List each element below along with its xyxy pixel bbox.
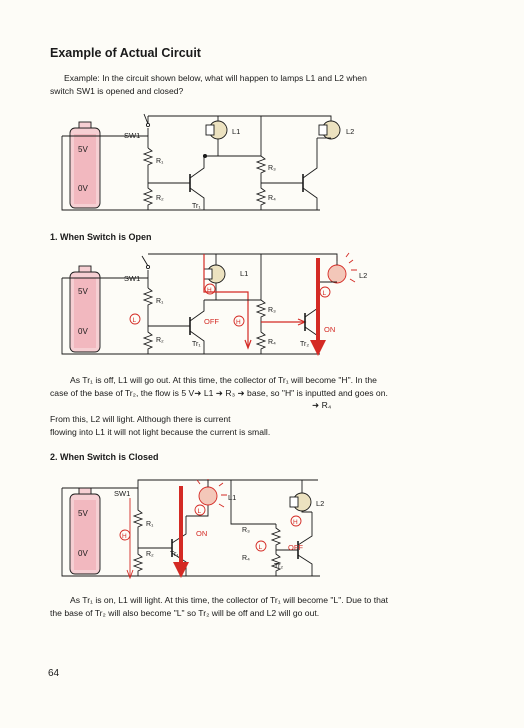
lamp-l2 <box>318 120 341 140</box>
battery <box>69 265 101 353</box>
tr1-label: Tr₁ <box>192 341 201 348</box>
current-path-l1 <box>203 254 249 346</box>
high-marker-text: H <box>207 287 212 294</box>
r1-label: R₁ <box>156 158 164 165</box>
lamp-l2 <box>289 492 312 512</box>
battery-5v-label: 5V <box>78 145 88 154</box>
tr2-label: Tr₂ <box>300 341 309 348</box>
tr1-state-on: ON <box>196 529 207 538</box>
l2-label: L2 <box>359 271 367 280</box>
r1-label: R₁ <box>146 521 154 528</box>
tr2-label: Tr₂ <box>274 563 283 570</box>
l1-label: L1 <box>240 269 248 278</box>
open-paragraph2-line-2: flowing into L1 it will not light becaus… <box>50 427 271 437</box>
open-paragraph2-line-1: From this, L2 will light. Although there… <box>50 414 231 424</box>
resistor-r4 <box>270 550 282 576</box>
resistor-r3 <box>255 116 267 183</box>
intro-line-1: Example: In the circuit shown below, wha… <box>64 73 367 83</box>
lamp-l2-lit <box>327 252 357 284</box>
low-marker-base <box>255 540 267 552</box>
section-closed-heading: 2. When Switch is Closed <box>50 452 159 462</box>
section-open-heading: 1. When Switch is Open <box>50 232 152 242</box>
lamp-l1-lit <box>196 479 227 508</box>
l2-label: L2 <box>346 127 354 136</box>
switch-blade-open <box>141 255 149 267</box>
r2-label: R₂ <box>156 195 164 202</box>
battery <box>69 121 101 209</box>
page-number: 64 <box>48 668 60 679</box>
high-marker-l2 <box>290 515 302 527</box>
battery <box>69 487 101 575</box>
low-marker-text: L <box>133 317 137 324</box>
lamp-l1 <box>203 264 226 284</box>
r4-label: R₄ <box>242 555 250 562</box>
low-marker-text: L <box>198 508 202 515</box>
resistor-r3 <box>270 524 282 550</box>
battery-5v-label: 5V <box>78 509 88 518</box>
r3-label: R₃ <box>268 307 276 314</box>
sw1-label: SW1 <box>114 489 130 498</box>
r4-label: R₄ <box>268 339 276 346</box>
page-title: Example of Actual Circuit <box>50 46 201 60</box>
switch-blade <box>143 113 149 125</box>
tr1-label: Tr₁ <box>192 203 201 210</box>
closed-paragraph-line-1: As Tr₁ is on, L1 will light. At this tim… <box>70 595 389 605</box>
circuit-diagram-base: 5V 0V SW1 R₁ R₂ Tr₁ L1 R₃ R₄ L2 <box>61 113 354 211</box>
resistor-r2 <box>142 183 154 210</box>
l1-label: L1 <box>232 127 240 136</box>
l1-label: L1 <box>228 493 236 502</box>
r1-label: R₁ <box>156 298 164 305</box>
r3-label: R₃ <box>242 527 250 534</box>
circuit-diagram-switch-closed: 5V 0V SW1 R₁ R₂ H Tr₁ ON L1 L R₃ R₄ L Tr… <box>61 479 324 580</box>
low-marker <box>194 504 206 516</box>
open-paragraph-line-2: case of the base of Tr₂, the flow is 5 V… <box>50 388 388 398</box>
resistor-r4 <box>255 183 267 210</box>
open-paragraph-line-3: ➜ R₄ <box>312 400 332 410</box>
sw1-label: SW1 <box>124 274 140 283</box>
r3-label: R₃ <box>268 165 276 172</box>
low-marker <box>129 313 141 325</box>
tr1-label: Tr₁ <box>170 551 179 558</box>
r2-label: R₂ <box>146 551 154 558</box>
tr1-state-off: OFF <box>204 317 219 326</box>
l2-label: L2 <box>316 499 324 508</box>
resistor-r2 <box>142 326 154 354</box>
circuit-diagram-switch-open: 5V 0V SW1 R₁ R₂ L Tr₁ OFF L1 H R₃ R₄ H T… <box>61 252 367 356</box>
battery-5v-label: 5V <box>78 287 88 296</box>
sw1-label: SW1 <box>124 131 140 140</box>
low-marker-base-text: L <box>259 544 263 551</box>
intro-line-2: switch SW1 is opened and closed? <box>50 86 184 96</box>
closed-paragraph-line-2: the base of Tr₂ will also become "L" so … <box>50 608 320 618</box>
high-marker-text: H <box>122 533 127 540</box>
r2-label: R₂ <box>156 337 164 344</box>
resistor-r2 <box>132 548 144 576</box>
resistor-r1 <box>132 498 144 548</box>
high-marker-r3 <box>233 315 245 327</box>
r4-label: R₄ <box>268 195 276 202</box>
low-marker-l2-text: L <box>323 290 327 297</box>
tr2-state-on: ON <box>324 325 335 334</box>
resistor-r1 <box>142 147 154 183</box>
battery-0v-label: 0V <box>78 549 88 558</box>
battery-0v-label: 0V <box>78 327 88 336</box>
tr2-state-off: OFF <box>288 543 303 552</box>
battery-0v-label: 0V <box>78 184 88 193</box>
high-marker <box>204 283 216 295</box>
resistor-r1 <box>142 287 154 326</box>
resistor-r4 <box>255 326 267 354</box>
open-paragraph-line-1: As Tr₁ is off, L1 will go out. At this t… <box>70 375 377 385</box>
intro-text: Example: In the circuit shown below, wha… <box>64 72 484 84</box>
high-marker-l2-text: H <box>293 519 298 526</box>
resistor-r3 <box>255 254 267 326</box>
lamp-l1 <box>205 120 228 140</box>
high-marker-r3-text: H <box>236 319 241 326</box>
